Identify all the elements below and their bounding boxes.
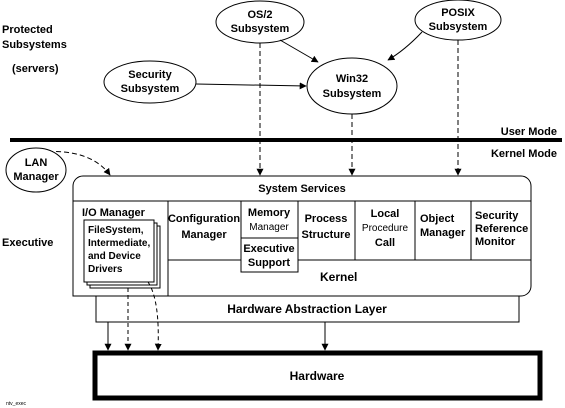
os2-label: OS/2 [247, 9, 272, 21]
protected-subsystems-label-line1: Protected [2, 24, 53, 36]
servers-label: (servers) [12, 63, 59, 75]
win32-subsystem: Win32 Subsystem [306, 57, 398, 115]
lan-label: LAN [25, 157, 48, 169]
hardware-label: Hardware [290, 369, 345, 383]
config-manager-label-1: Configuration [168, 213, 240, 225]
io-manager-label: I/O Manager [82, 207, 146, 219]
kernel-mode-label: Kernel Mode [491, 148, 557, 160]
hal-box [95, 295, 520, 323]
object-manager-label-2: Manager [420, 227, 466, 239]
executive-label: Executive [2, 237, 53, 249]
executive-support-label-1: Executive [243, 243, 294, 255]
security-label: Security [128, 69, 172, 81]
lpc-label-2: Procedure [362, 223, 409, 234]
protected-subsystems-label-line2: Subsystems [2, 39, 67, 51]
win32-subsystem-label: Subsystem [323, 88, 382, 100]
system-call-arrows [39, 40, 462, 176]
win32-label: Win32 [336, 73, 368, 85]
drivers-label-1: FileSystem, [88, 225, 144, 236]
system-services-label: System Services [258, 183, 345, 195]
driver-direct-arrows [124, 281, 162, 351]
lan-manager-label: Manager [13, 171, 59, 183]
security-monitor-label-1: Security [475, 210, 519, 222]
security-subsystem-label: Subsystem [121, 83, 180, 95]
executive-support-box [240, 237, 299, 273]
lan-manager: LAN Manager [5, 147, 67, 193]
memory-manager-label-2: Manager [249, 222, 289, 233]
posix-subsystem-label: Subsystem [429, 21, 488, 33]
config-manager-label-2: Manager [181, 229, 227, 241]
os2-subsystem-label: Subsystem [231, 23, 290, 35]
memory-manager-label-1: Memory [248, 207, 291, 219]
security-monitor-label-3: Monitor [475, 236, 516, 248]
hardware-box [92, 350, 543, 401]
executive-support-label-2: Support [248, 257, 290, 269]
os2-subsystem: OS/2 Subsystem [215, 0, 305, 44]
process-structure-label-2: Structure [302, 229, 351, 241]
drivers-stack: FileSystem, Intermediate, and Device Dri… [83, 219, 161, 289]
security-monitor-label-2: Reference [475, 223, 528, 235]
hal-label: Hardware Abstraction Layer [227, 302, 387, 316]
hardware-arrows [104, 322, 329, 351]
drivers-label-2: Intermediate, [88, 238, 150, 249]
posix-subsystem: POSIX Subsystem [414, 0, 502, 41]
subsystem-arrows [195, 31, 423, 90]
object-manager-label-1: Object [420, 213, 455, 225]
drivers-label-4: Drivers [88, 264, 123, 275]
security-subsystem: Security Subsystem [103, 60, 197, 104]
lpc-label-1: Local [371, 208, 400, 220]
posix-label: POSIX [441, 7, 475, 19]
lpc-label-3: Call [375, 237, 395, 249]
kernel-label: Kernel [320, 270, 357, 284]
process-structure-label-1: Process [305, 213, 348, 225]
drivers-label-3: and Device [88, 251, 141, 262]
user-mode-label: User Mode [501, 126, 557, 138]
corner-tag: ntv_exec [6, 401, 27, 407]
